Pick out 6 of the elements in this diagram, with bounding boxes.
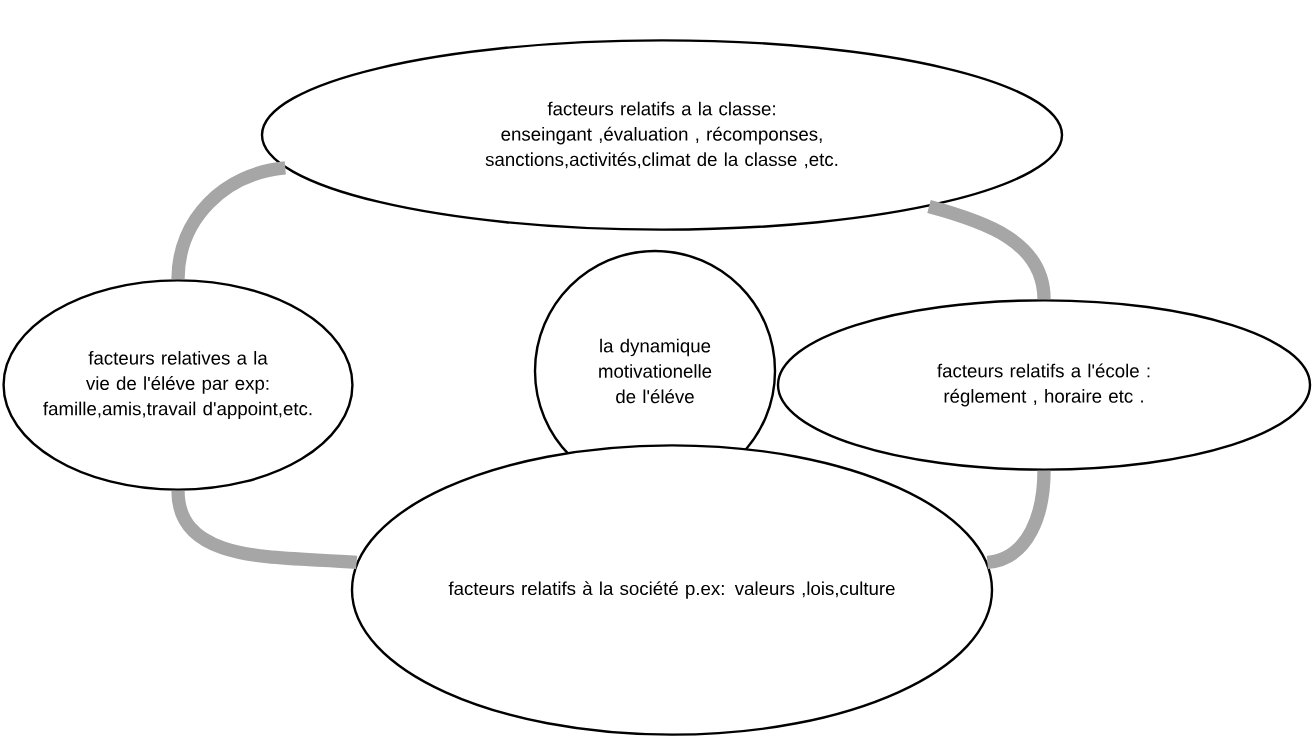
ellipse-node: facteurs relatifs a la classe: enseingant ,évaluation , récomponses, sanctions,activités,climat de la classe ,etc. (260, 39, 1064, 231)
ellipse-node: facteurs relatives a la vie de l'éléve par exp: famille,amis,travail d'appoint,etc. (2, 279, 354, 491)
ellipse-node: facteurs relatifs a l'école : réglement , horaire etc . (776, 299, 1312, 471)
ring-arc (927, 200, 1051, 300)
node-label: facteurs relatifs à la société p.ex: valeurs ,lois,culture (448, 581, 895, 599)
ring-arc (171, 161, 287, 280)
